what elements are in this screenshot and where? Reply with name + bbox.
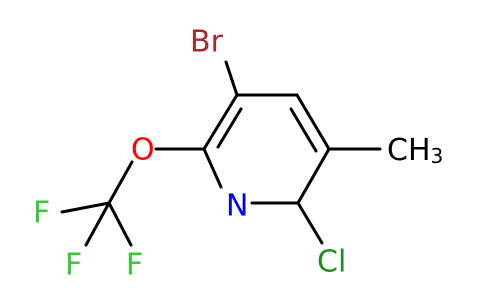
bond-cf3-f1	[60, 201, 111, 214]
bond-c4-c5-inner	[289, 107, 318, 153]
atom-n-label: N	[226, 189, 248, 224]
bond-c2-c3-inner	[216, 107, 243, 149]
atom-cl-label: Cl	[317, 245, 346, 280]
atom-f1-label: F	[33, 196, 50, 231]
atom-ch3-main: CH	[387, 133, 431, 168]
atom-f2-label: F	[65, 248, 82, 283]
bond-c5-c6	[296, 147, 331, 205]
bond-c6-cl	[296, 201, 324, 245]
atom-br-label: Br	[190, 25, 224, 60]
bond-cf3-f2	[84, 201, 111, 247]
bond-n-c2	[202, 147, 223, 189]
atom-o-label: O	[131, 133, 155, 168]
bond-o-cf3	[107, 160, 134, 205]
atom-ch3-label: CH3	[387, 133, 443, 168]
atom-ch3-subscript: 3	[431, 144, 444, 168]
bond-c3-br	[224, 60, 239, 97]
atom-f3-label: F	[126, 248, 143, 283]
bond-cf3-f3	[107, 201, 133, 247]
bond-c2-c3	[202, 93, 239, 151]
bond-c4-c5	[295, 93, 331, 151]
